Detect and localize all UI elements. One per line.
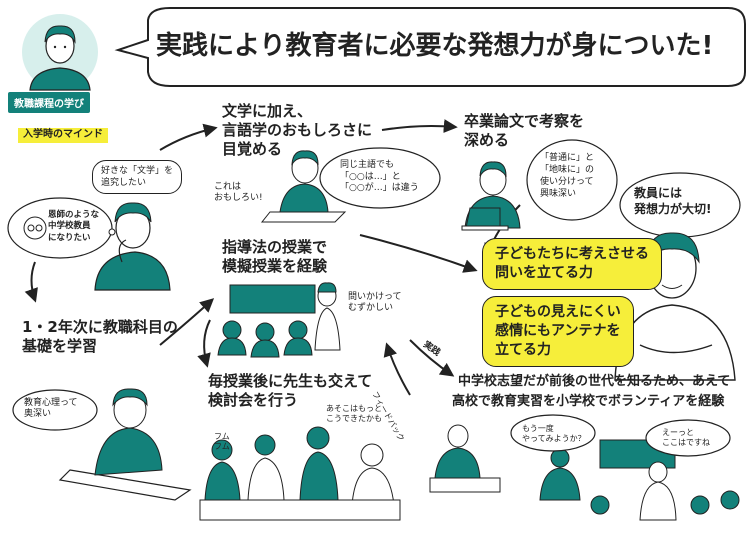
literature-line-1: 好きな「文学」を (101, 166, 174, 176)
volunteer-line-2: 高校で教育実習を小学校でボランティアを経験 (452, 394, 725, 410)
review-line-1: 毎授業後に先生も交えて (208, 372, 373, 390)
ed-psych-text: 教育心理って 奥深い (24, 398, 78, 421)
thesis-line-1: 卒業論文で考察を (464, 112, 585, 130)
teacher-line-2: 中学校教員 (48, 221, 91, 232)
once-more-text: もう一度 やってみようか？ (522, 424, 586, 444)
result-feel-line-2: 感情にもアンテナを (495, 322, 621, 339)
same-word-line-3: 「○○が…」は違う (340, 183, 419, 194)
eeto-bubble (645, 419, 731, 457)
better-remark: あそこはもっと こうできたかも (326, 404, 382, 424)
teacher-line-1: 恩師のような (48, 210, 100, 220)
course-badge: 教職課程の学び (8, 92, 90, 113)
mindset-label: 入学時のマインド (18, 128, 108, 143)
arrow-to-course (24, 261, 38, 303)
mock-lesson-step: 指導法の授業で 模擬授業を経験 (222, 238, 327, 276)
literature-bubble: 好きな「文学」を 追究したい (92, 160, 183, 195)
thesis-line-2: 深める (464, 130, 510, 149)
eeto-line-1: えーっと (662, 428, 694, 437)
linguistics-step: 文学に加え、 言語学のおもしろさに 目覚める (222, 102, 372, 158)
student-thinking-illustration (94, 202, 171, 291)
teacher-memory-bubble (7, 197, 116, 259)
eeto-text: えーっと ここはですね (662, 428, 710, 448)
futsuni-line-3: 使い分けって (540, 177, 594, 188)
eeto-line-2: ここはですね (662, 438, 710, 447)
arrow-feedback (383, 342, 411, 396)
teacher-line-3: になりたい (48, 232, 91, 243)
teacher-memory-text: 恩師のような 中学校教員 になりたい (48, 210, 99, 244)
hard-line-1: 問いかけって (348, 292, 402, 302)
result-empathy-ability: 子どもの見えにくい 感情にもアンテナを 立てる力 (482, 296, 634, 367)
same-word-line-2: 「○○は…」と (340, 171, 401, 182)
same-word-line-1: 同じ主語でも (340, 160, 395, 170)
once-more-line-1: もう一度 (522, 424, 554, 433)
review-meeting-illustration (199, 426, 401, 521)
page-title: 実践により教育者に必要な発想力が身についた! (156, 31, 714, 61)
arrow-to-mock (159, 298, 215, 346)
teacher-important-line-2: 発想力が大切! (634, 201, 712, 216)
ed-psych-line-2: 奥深い (24, 409, 52, 420)
student-studying-illustration (58, 388, 192, 501)
linguistics-line-3: 目覚める (222, 139, 283, 158)
review-line-2: 検討会を行う (208, 390, 299, 409)
arrow-to-result-a (359, 234, 478, 273)
mock-line-1: 指導法の授業で (222, 238, 328, 256)
once-more-bubble (510, 414, 596, 452)
thesis-step: 卒業論文で考察を 深める (464, 112, 584, 150)
better-line-2: こうできたかも (326, 414, 382, 423)
interesting-line-2: おもしろい! (214, 193, 263, 204)
course-line-1: 1・2年次に教職科目の (22, 318, 178, 336)
title-bubble (114, 7, 746, 87)
interesting-line-1: これは (214, 182, 242, 192)
ed-psych-bubble (12, 389, 98, 431)
result-feel-line-3: 立てる力 (495, 341, 551, 358)
futsuni-text: 「普通に」と 「地味に」の 使い分けって 興味深い (540, 152, 594, 201)
interesting-remark: これは おもしろい! (214, 182, 263, 205)
mock-lesson-illustration (217, 282, 341, 358)
review-step: 毎授業後に先生も交えて 検討会を行う (208, 372, 372, 410)
result-think-line-2: 問いを立てる力 (495, 264, 593, 281)
linguistics-line-1: 文学に加え、 (222, 102, 313, 120)
same-word-text: 同じ主語でも 「○○は…」と 「○○が…」は違う (340, 160, 419, 195)
arrow-to-thesis (381, 119, 458, 134)
result-think-line-1: 子どもたちに考えさせる (495, 246, 649, 262)
school-practice-illustration (429, 424, 740, 521)
volunteer-step: 中学校志望だが前後の世代を知るため、あえて 高校で教育実習を小学校でボランティア… (452, 372, 731, 412)
arrow-to-review (197, 319, 211, 368)
same-word-bubble (319, 147, 441, 209)
futsuni-line-4: 興味深い (540, 189, 577, 200)
teacher-important-text: 教員には 発想力が大切! (634, 186, 711, 217)
result-question-ability: 子どもたちに考えさせる 問いを立てる力 (482, 238, 662, 290)
futsuni-line-2: 「地味に」の (540, 165, 595, 176)
better-line-1: あそこはもっと (326, 404, 382, 413)
arrow-to-linguistics (159, 123, 218, 151)
hum-remark: フムフム (214, 432, 230, 451)
literature-line-2: 追究したい (101, 178, 147, 189)
linguistics-line-2: 言語学のおもしろさに (222, 120, 373, 139)
volunteer-line-1: 中学校志望だが前後の世代を知るため、あえて (458, 374, 731, 389)
once-more-line-2: やってみようか？ (522, 434, 586, 443)
teacher-important-line-1: 教員には (634, 186, 683, 200)
hard-remark: 問いかけって むずかしい (348, 292, 402, 315)
course-line-2: 基礎を学習 (22, 336, 98, 355)
avatar-student-icon (22, 14, 98, 91)
course-step: 1・2年次に教職科目の 基礎を学習 (22, 318, 178, 356)
ed-psych-line-1: 教育心理って (24, 398, 78, 408)
result-feel-line-1: 子どもの見えにくい (495, 304, 621, 320)
futsuni-bubble (526, 139, 618, 221)
arrow-practice (409, 339, 455, 377)
futsuni-line-1: 「普通に」と (540, 153, 595, 163)
student-laptop-illustration (461, 161, 521, 231)
hard-line-2: むずかしい (348, 303, 394, 314)
student-writing-illustration (260, 150, 347, 223)
mock-line-2: 模擬授業を経験 (222, 256, 328, 275)
